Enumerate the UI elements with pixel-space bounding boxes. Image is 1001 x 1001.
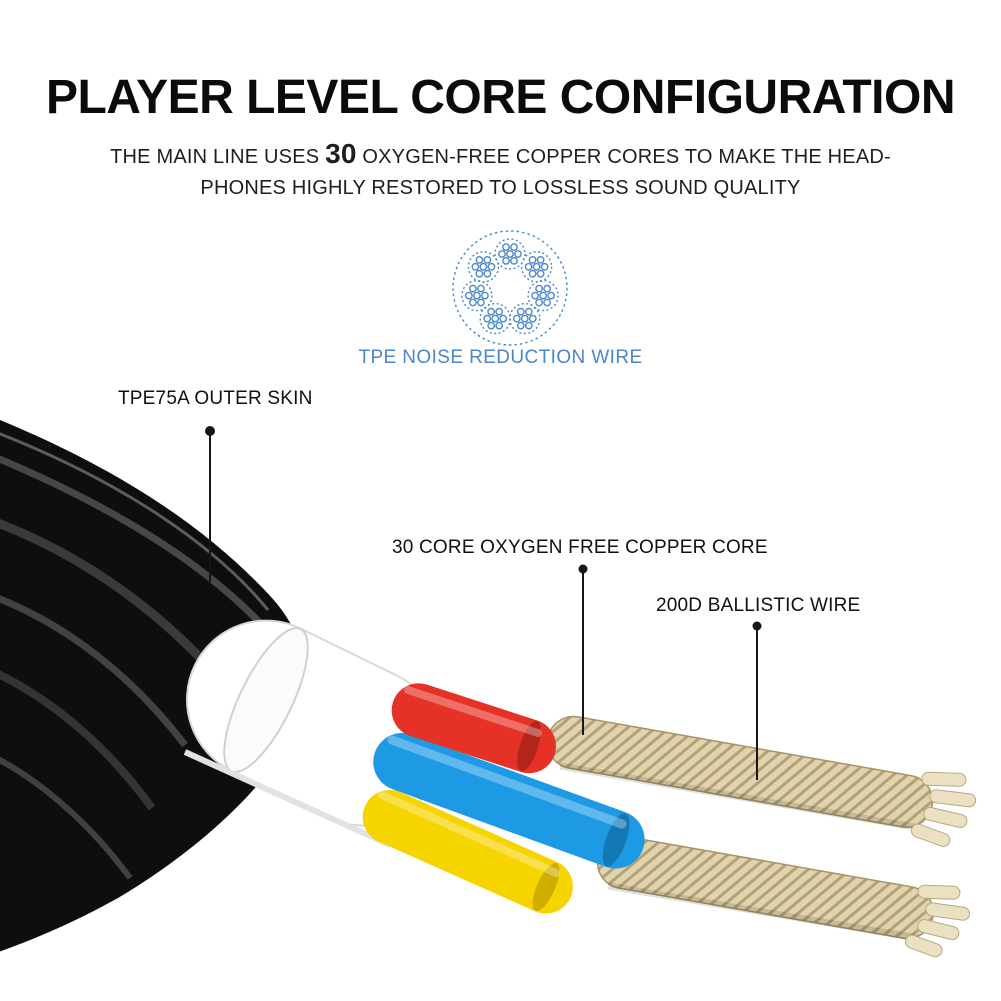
wire-yellow-shape (362, 789, 573, 914)
core-count-number: 30 (325, 138, 357, 169)
braid-strand-tips-bottom (904, 884, 971, 958)
subtitle-line2: PHONES HIGHLY RESTORED TO LOSSLESS SOUND… (200, 177, 801, 199)
callout-dot-ballistic-wire (752, 621, 762, 631)
callout-dot-copper-core (578, 564, 588, 574)
cable-texture-line (0, 670, 156, 811)
cable-texture-line (0, 595, 188, 748)
copper-braid-bottom (596, 835, 934, 942)
wire-red-shape (391, 683, 557, 774)
braid-strand-tips-top (910, 771, 977, 847)
subtitle-prefix: THE MAIN LINE USES (110, 146, 326, 168)
wire-yellow-end-cap (532, 862, 560, 912)
sheath-shading (183, 749, 392, 848)
cable-texture-line (0, 756, 133, 880)
subtitle: THE MAIN LINE USES 30 OXYGEN-FREE COPPER… (0, 138, 1001, 204)
page-title: PLAYER LEVEL CORE CONFIGURATION (45, 71, 956, 124)
braid-shading (607, 882, 919, 942)
wire-red-end-cap (517, 721, 541, 771)
cable-sheen-line (0, 432, 270, 611)
wire-highlight (387, 735, 627, 829)
callout-lines (205, 426, 762, 780)
subtitle-suffix: OXYGEN-FREE COPPER CORES TO MAKE THE HEA… (356, 146, 891, 168)
wire-blue-shape (373, 732, 645, 869)
callout-label-outer-skin: TPE75A OUTER SKIN (118, 388, 313, 409)
tpe-noise-wire-label: TPE NOISE REDUCTION WIRE (358, 347, 643, 368)
callout-label-ballistic-wire: 200D BALLISTIC WIRE (656, 595, 861, 616)
tpe-noise-wire-icon (452, 230, 568, 346)
wire-highlight (378, 791, 560, 877)
callout-label-copper-core: 30 CORE OXYGEN FREE COPPER CORE (392, 537, 768, 558)
wire-highlight (404, 686, 542, 737)
callout-dot-outer-skin (205, 426, 215, 436)
wire-blue-end-cap (602, 813, 630, 867)
braid-shading (559, 762, 921, 832)
cable-texture-line (0, 455, 265, 628)
subtitle-line1: THE MAIN LINE USES 30 OXYGEN-FREE COPPER… (0, 138, 1001, 173)
